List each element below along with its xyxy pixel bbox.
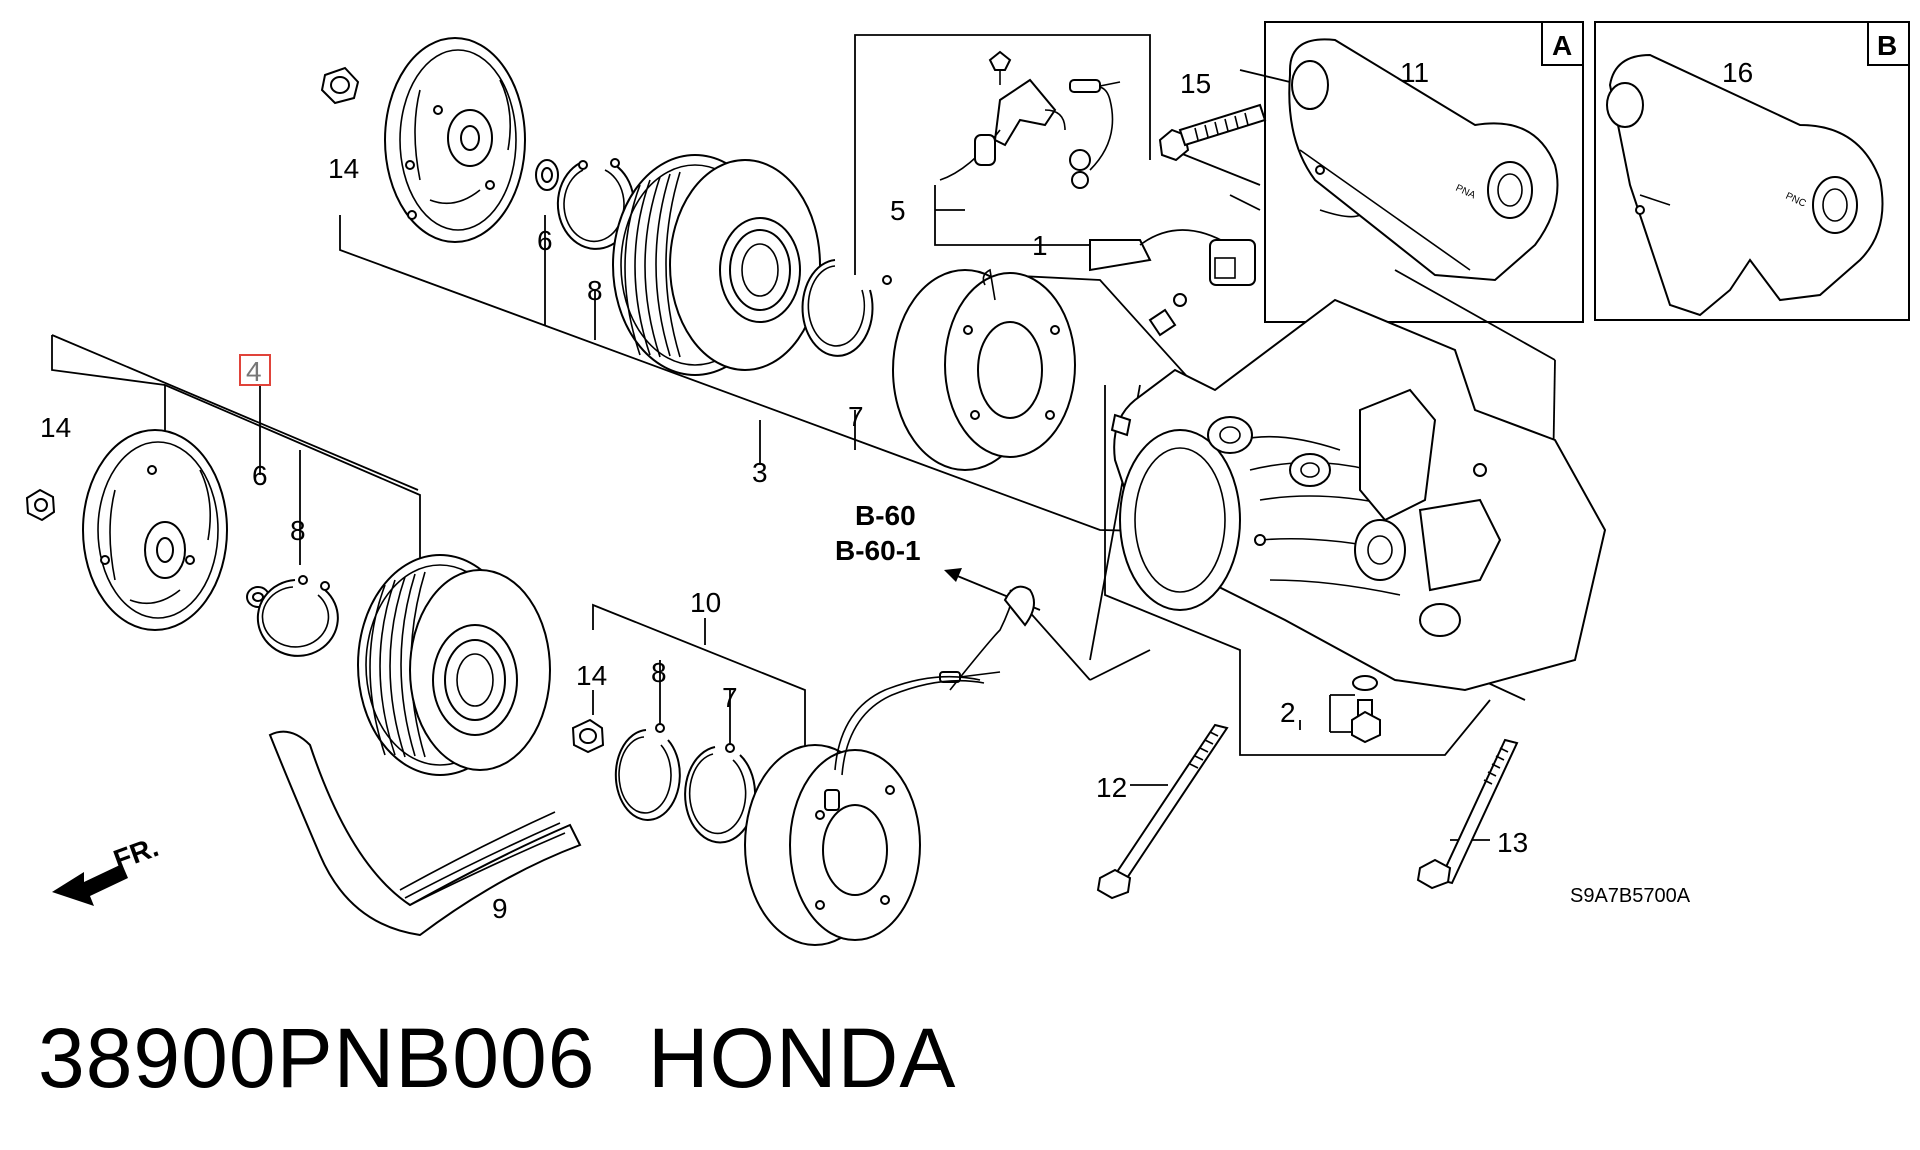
drawing-code: S9A7B5700A: [1570, 885, 1691, 907]
field-coil-upper: [892, 268, 1076, 471]
callout-1: 1: [1032, 230, 1048, 261]
callout-8-upper: 8: [587, 275, 603, 306]
coil-bracket: [592, 603, 806, 770]
nut-14-lower: [25, 488, 56, 522]
snap-ring-7-lower: [684, 743, 757, 844]
callout-2: 2: [1280, 697, 1296, 728]
clutch-plate-upper: [384, 37, 526, 243]
pulley-lower: [357, 554, 551, 776]
clutch-plate-lower: [82, 429, 228, 631]
callouts: 14 6 8 3 7 4 14 6 8 10 14 8 7 9 5 1 15 1…: [40, 57, 1753, 924]
pulley-upper: [612, 154, 821, 376]
drive-belt-9: [268, 730, 582, 937]
leader-lines: [51, 34, 1556, 841]
callout-10: 10: [690, 587, 721, 618]
callout-7-lower: 7: [722, 682, 738, 713]
field-coil-lower: [744, 675, 985, 946]
callout-4-highlight: [239, 354, 271, 386]
nut-14-coil: [571, 718, 605, 754]
callout-6-upper: 6: [537, 225, 553, 256]
inset-b: [1594, 21, 1910, 321]
inset-letter-b: B: [1877, 30, 1897, 61]
callout-14-coil: 14: [576, 660, 607, 691]
compressor-body: [1110, 298, 1607, 692]
brand-name: HONDA: [648, 1011, 957, 1105]
callout-8-coil: 8: [651, 657, 667, 688]
inset-a: [1264, 21, 1584, 323]
part-number: 38900PNB006: [38, 1011, 596, 1105]
direction-label: FR.: [109, 831, 162, 876]
bolt-12: [1096, 723, 1229, 900]
harness-frame: [854, 34, 1151, 160]
callout-8-lower: 8: [290, 515, 306, 546]
snap-ring-8-lower: [256, 575, 339, 657]
callout-9: 9: [492, 893, 508, 924]
callout-16: 16: [1722, 57, 1753, 88]
ref-b60-1: B-60-1: [835, 535, 921, 566]
callout-14-lower: 14: [40, 412, 71, 443]
pressure-wire: [939, 585, 1035, 691]
callout-15: 15: [1180, 68, 1211, 99]
shim-6-upper: [535, 159, 559, 191]
callout-4: 4: [246, 356, 262, 387]
bolt-15: [1158, 103, 1267, 162]
callout-7-upper: 7: [848, 401, 864, 432]
nut-14-upper: [320, 66, 360, 105]
harness-switch: [939, 50, 1256, 337]
callout-11: 11: [1400, 57, 1429, 88]
callout-3: 3: [752, 457, 768, 488]
front-direction-arrow: FR.: [52, 831, 162, 906]
callout-13: 13: [1497, 827, 1528, 858]
callout-6-lower: 6: [252, 460, 268, 491]
inset-letter-a: A: [1552, 30, 1572, 61]
snap-ring-7-upper: [801, 259, 892, 357]
bolt-13: [1416, 738, 1519, 890]
snap-ring-8-coil: [614, 723, 681, 821]
callout-5: 5: [890, 195, 906, 226]
drain-plug-2: [1351, 675, 1381, 744]
callout-12: 12: [1096, 772, 1127, 803]
arrow-icon: [52, 864, 128, 906]
callout-14-upper: 14: [328, 153, 359, 184]
ref-b60: B-60: [855, 500, 916, 531]
